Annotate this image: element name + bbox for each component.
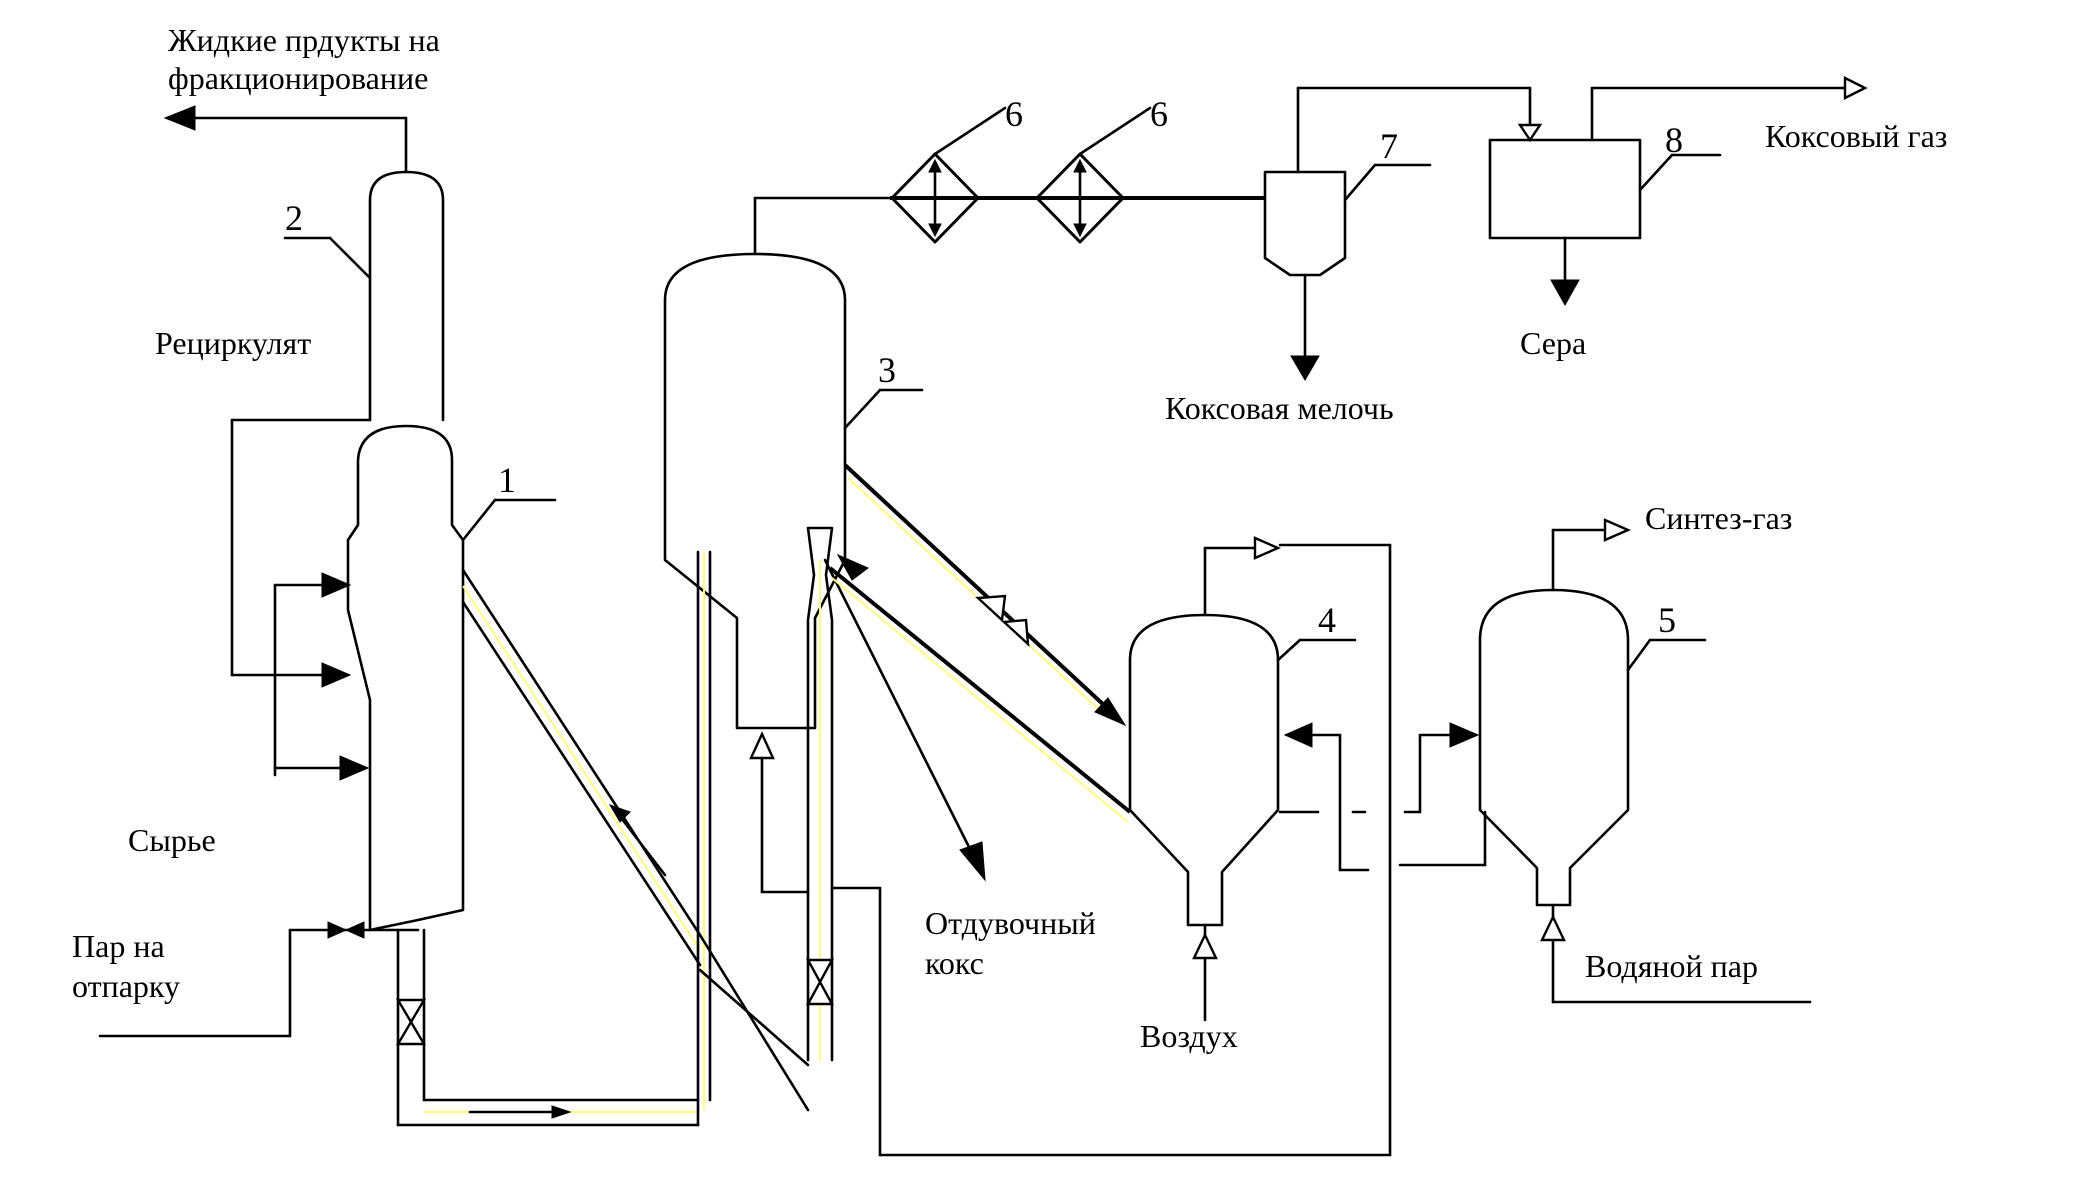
heater-3 [663,196,1392,1157]
leaders [283,236,924,542]
gasifier-4 [1128,536,1370,1022]
valve-icon [344,921,365,939]
valve-icon [805,979,835,1006]
coke-gas-label: Коксовый газ [1765,118,1948,154]
valve-icon [395,998,427,1025]
feed-arrow-icon [321,572,352,598]
column-2 [163,105,445,422]
syngas-label: Синтез-газ [1645,500,1793,536]
valve-icon [975,594,1007,623]
steam-stripping-label-line2: отпарку [72,968,180,1004]
equipment-number-6b: 6 [1150,94,1168,134]
coke-fines-arrow-icon [1290,355,1320,381]
valve-icon [1001,618,1030,647]
flow-arrow-icon [1253,536,1282,560]
equipment-number-2: 2 [285,198,303,238]
equipment-number-5: 5 [1658,600,1676,640]
feed-arrow-icon [339,755,370,781]
air-label: Воздух [1140,1018,1238,1054]
equipment-number-4: 4 [1318,600,1336,640]
product-arrow-icon [163,105,196,131]
equipment-number-7: 7 [1380,126,1398,166]
transfer-line-3-4 [828,463,1132,823]
desulfurizer-8 [1488,76,1868,307]
equipment-number-8: 8 [1665,120,1683,160]
water-steam-arrow-icon [1540,914,1566,942]
valve-icon [327,921,348,939]
blown-coke-label-line2: кокс [925,945,984,981]
steam-stripping-label: Пар на [72,928,165,964]
sulfur-arrow-icon [1550,279,1580,307]
liquid-products-label-line2: фракционирование [168,60,429,96]
feed-arrow-icon [321,662,352,688]
transfer-line-1-3 [461,568,702,967]
gasifier-5 [1398,518,1812,1004]
water-steam-label: Водяной пар [1585,948,1758,984]
valve-icon [805,958,835,985]
feed-label: Сырье [128,822,216,858]
equipment-number-1: 1 [498,460,516,500]
recycle-label: Рециркулят [155,325,312,361]
syngas-arrow-icon [1603,518,1632,542]
liquid-products-label: Жидкие прдукты на [168,22,440,58]
air-arrow-icon [1192,932,1218,960]
blown-coke-label: Отдувочный [925,905,1096,941]
blown-coke-arrow-icon [959,841,986,882]
equipment-number-3: 3 [878,350,896,390]
coke-gas-arrow-icon [1843,76,1868,100]
coke-fines-label: Коксовая мелочь [1165,390,1394,426]
valve-icon [395,1019,427,1046]
equipment-number-6a: 6 [1005,94,1023,134]
flow-arrow-icon [749,731,775,760]
reactor-1 [98,418,700,1127]
heat-exchangers-6 [890,106,1265,244]
cyclone-7 [1263,86,1543,381]
sulfur-label: Сера [1520,325,1587,361]
